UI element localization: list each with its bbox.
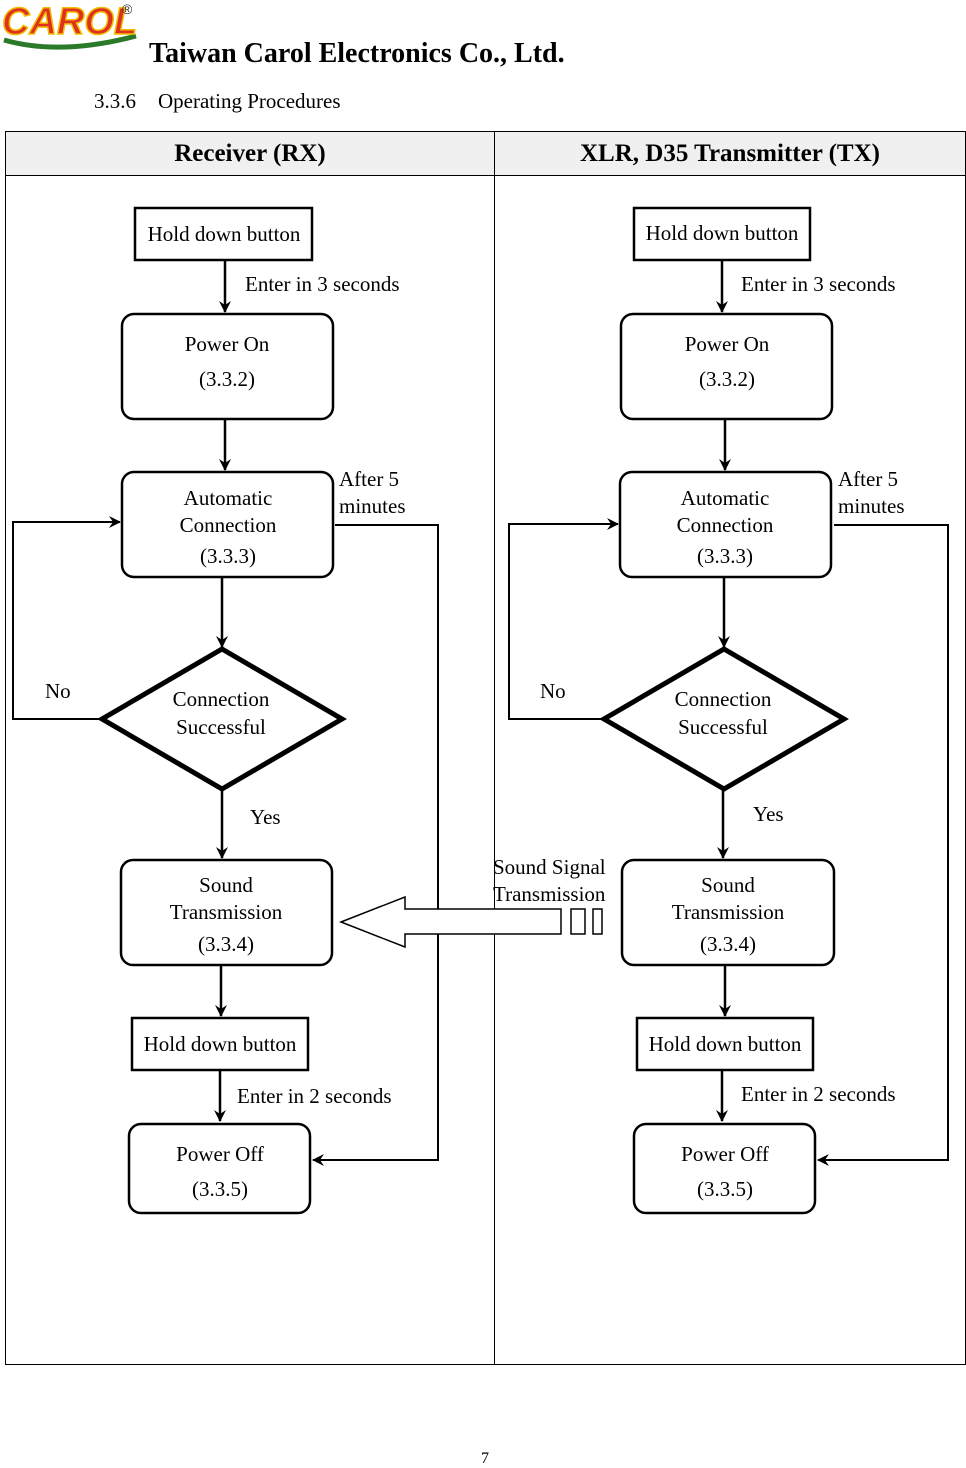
tx-sound-ref: (3.3.4) (700, 932, 756, 956)
rx-decision-label-2: Successful (176, 715, 266, 739)
rx-power-on-label: Power On (185, 332, 270, 356)
tx-hold-start-label: Hold down button (646, 221, 799, 245)
sound-signal-label-1: Sound Signal (493, 855, 606, 879)
procedure-table: Receiver (RX) XLR, D35 Transmitter (TX) (5, 131, 966, 1365)
section-title: Operating Procedures (158, 89, 341, 113)
rx-power-on-ref: (3.3.2) (199, 367, 255, 391)
rx-hold-button-start-box (133, 206, 314, 262)
section-number: 3.3.6 (94, 89, 136, 113)
tx-flowchart (508, 206, 949, 1215)
rx-enter-2-label: Enter in 2 seconds (237, 1084, 392, 1108)
rx-sound-label-2: Transmission (170, 900, 283, 924)
tx-power-off-ref: (3.3.5) (697, 1177, 753, 1201)
tx-power-off-box (632, 1122, 817, 1215)
tx-power-off-label: Power Off (681, 1142, 769, 1166)
tx-power-on-ref: (3.3.2) (699, 367, 755, 391)
rx-after-label-1: After 5 (339, 467, 399, 491)
tx-yes-label: Yes (753, 802, 784, 826)
carol-logo: CAROL ® (1, 0, 138, 50)
tx-decision-label-1: Connection (675, 687, 772, 711)
rx-enter-3-label: Enter in 3 seconds (245, 272, 400, 296)
column-header-transmitter: XLR, D35 Transmitter (TX) (580, 140, 880, 167)
tx-after-label-1: After 5 (838, 467, 898, 491)
rx-connection-decision-diamond (97, 646, 347, 792)
signal-tail-block-1 (570, 908, 586, 935)
rx-sound-label-1: Sound (199, 873, 253, 897)
rx-power-off-box (127, 1122, 312, 1215)
tx-connection-decision-diamond (599, 646, 849, 792)
logo-swoosh (3, 33, 137, 50)
tx-sound-transmission-box (620, 858, 836, 967)
rx-sound-transmission-box (119, 858, 334, 967)
rx-flowchart (12, 206, 439, 1215)
sound-signal-label-2: Transmission (493, 882, 606, 906)
section-heading: 3.3.6 Operating Procedures (94, 89, 341, 114)
tx-power-on-label: Power On (685, 332, 770, 356)
tx-hold-end-label: Hold down button (649, 1032, 802, 1056)
rx-sound-ref: (3.3.4) (198, 932, 254, 956)
rx-power-on-box (120, 312, 335, 421)
rx-hold-end-label: Hold down button (144, 1032, 297, 1056)
rx-power-off-ref: (3.3.5) (192, 1177, 248, 1201)
company-name: Taiwan Carol Electronics Co., Ltd. (149, 38, 565, 69)
tx-sound-label-1: Sound (701, 873, 755, 897)
rx-after-label-2: minutes (339, 494, 406, 518)
tx-timeout-line (817, 524, 949, 1166)
rx-timeout-line (312, 524, 439, 1166)
tx-no-label: No (540, 679, 566, 703)
tx-after-label-2: minutes (838, 494, 905, 518)
rx-no-label: No (45, 679, 71, 703)
tx-auto-ref: (3.3.3) (697, 544, 753, 568)
logo-text: CAROL (2, 1, 137, 43)
tx-automatic-connection-box (618, 470, 833, 579)
rx-automatic-connection-box (120, 470, 335, 579)
tx-sound-label-2: Transmission (672, 900, 785, 924)
tx-power-on-box (619, 312, 834, 421)
tx-auto-label-2: Connection (677, 513, 774, 537)
tx-enter-3-label: Enter in 3 seconds (741, 272, 896, 296)
tx-auto-label-1: Automatic (681, 486, 770, 510)
column-header-receiver: Receiver (RX) (174, 140, 326, 167)
rx-yes-label: Yes (250, 805, 281, 829)
tx-enter-2-label: Enter in 2 seconds (741, 1082, 896, 1106)
rx-flowchart-text: Hold down button Enter in 3 seconds Powe… (45, 222, 406, 1201)
sound-signal-arrow: Sound Signal Transmission (338, 855, 606, 949)
tx-no-loop-line (508, 518, 619, 720)
logo-registered-mark: ® (122, 1, 133, 17)
rx-decision-label-1: Connection (173, 687, 270, 711)
rx-auto-label-1: Automatic (184, 486, 273, 510)
rx-auto-ref: (3.3.3) (200, 544, 256, 568)
rx-power-off-label: Power Off (176, 1142, 264, 1166)
tx-flowchart-text: Hold down button Enter in 3 seconds Powe… (540, 221, 905, 1201)
rx-no-loop-line (12, 516, 121, 720)
tx-decision-label-2: Successful (678, 715, 768, 739)
sound-signal-block-arrow (338, 895, 562, 949)
rx-auto-label-2: Connection (180, 513, 277, 537)
tx-hold-button-end-box (635, 1016, 815, 1072)
rx-hold-start-label: Hold down button (148, 222, 301, 246)
page-number: 7 (481, 1450, 489, 1467)
signal-tail-block-2 (592, 908, 603, 935)
